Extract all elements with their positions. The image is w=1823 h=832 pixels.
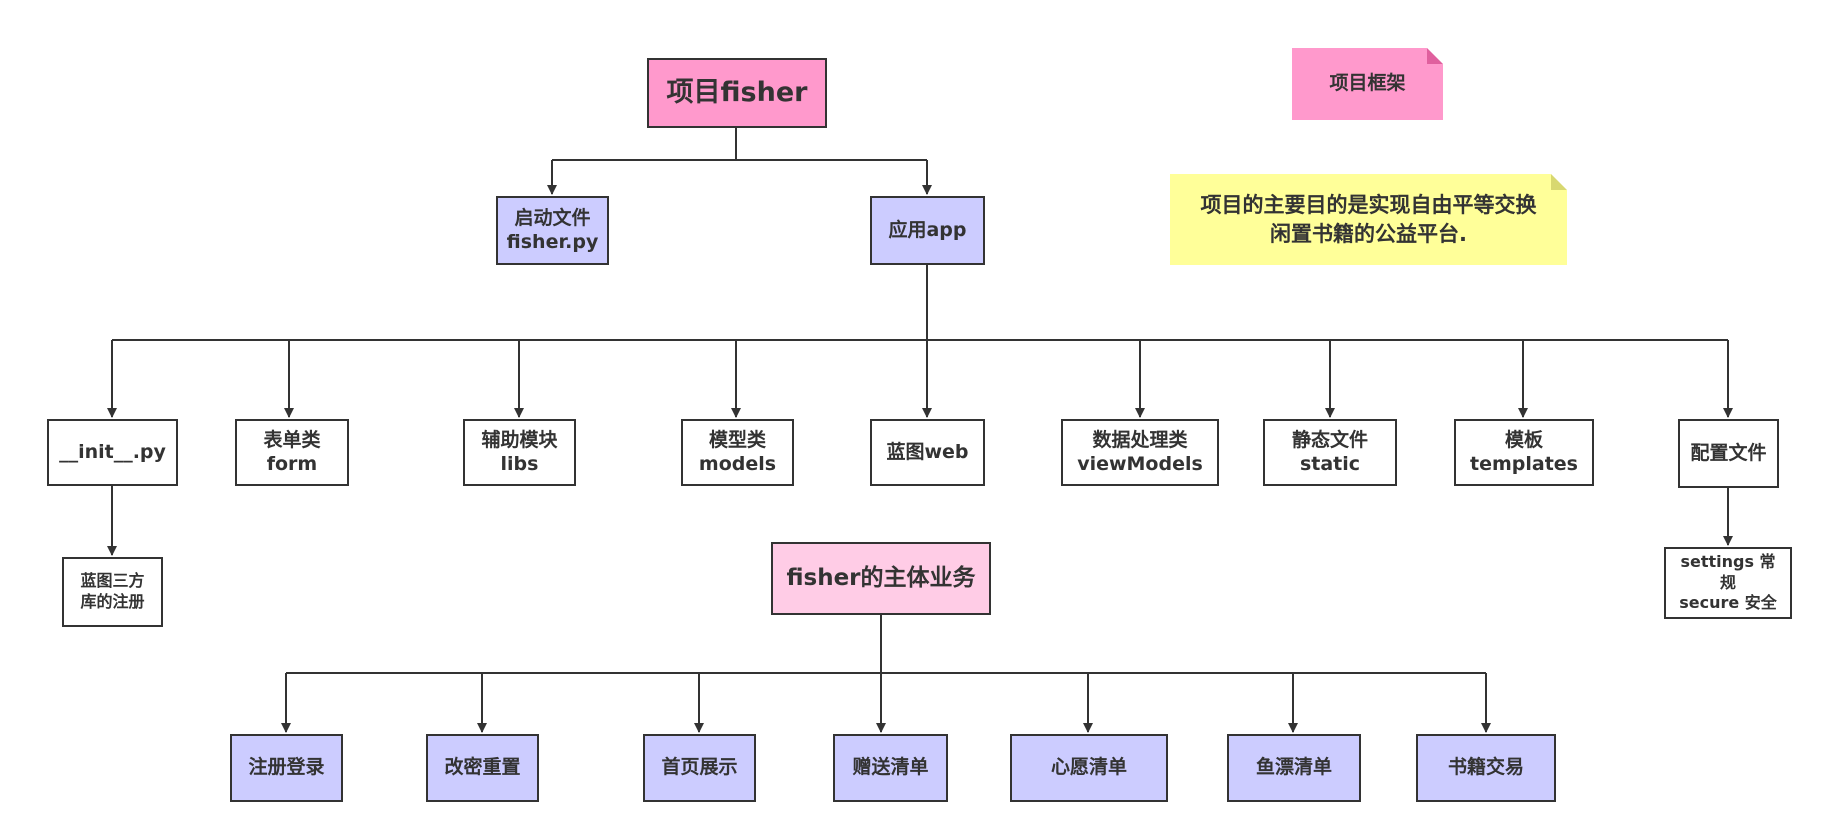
framework-note[interactable]: 项目框架 [1292,48,1443,120]
init-py-node[interactable]: __init__.py [47,419,178,486]
purpose-note[interactable]: 项目的主要目的是实现自由平等交换 闲置书籍的公益平台. [1170,174,1567,265]
blueprint-registration-node[interactable]: 蓝图三方 库的注册 [62,557,163,627]
config-file-node[interactable]: 配置文件 [1678,419,1779,488]
biz-gift-list-node[interactable]: 赠送清单 [833,734,948,802]
biz-book-trade-node[interactable]: 书籍交易 [1416,734,1556,802]
note-fold-corner [1551,174,1567,190]
framework-note-text: 项目框架 [1329,72,1406,95]
settings-secure-node[interactable]: settings 常 规 secure 安全 [1664,547,1792,619]
templates-node[interactable]: 模板 templates [1454,419,1594,486]
biz-homepage-node[interactable]: 首页展示 [643,734,756,802]
project-title-node[interactable]: 项目fisher [647,58,827,128]
models-node[interactable]: 模型类 models [681,419,794,486]
startup-file-node[interactable]: 启动文件 fisher.py [496,196,609,265]
biz-password-reset-node[interactable]: 改密重置 [426,734,539,802]
app-node[interactable]: 应用app [870,196,985,265]
biz-register-login-node[interactable]: 注册登录 [230,734,343,802]
static-node[interactable]: 静态文件 static [1263,419,1397,486]
biz-drift-list-node[interactable]: 鱼漂清单 [1227,734,1361,802]
purpose-note-text: 项目的主要目的是实现自由平等交换 闲置书籍的公益平台. [1200,193,1537,246]
viewmodels-node[interactable]: 数据处理类 viewModels [1061,419,1219,486]
web-node[interactable]: 蓝图web [870,419,985,486]
form-node[interactable]: 表单类 form [235,419,349,486]
biz-wish-list-node[interactable]: 心愿清单 [1010,734,1168,802]
note-fold-corner [1427,48,1443,64]
libs-node[interactable]: 辅助模块 libs [463,419,576,486]
business-core-node[interactable]: fisher的主体业务 [771,542,991,615]
